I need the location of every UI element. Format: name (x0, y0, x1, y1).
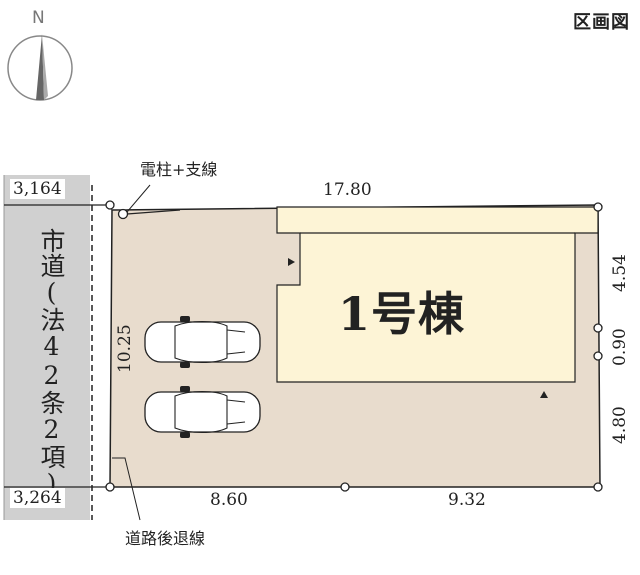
survey-point (105, 200, 115, 210)
survey-point (340, 482, 350, 492)
dimension-left: 10.25 (115, 324, 135, 373)
guy-wire (126, 209, 181, 215)
dimension-bottom-right: 9.32 (448, 490, 486, 510)
pole-leader-line (126, 184, 151, 213)
road-label: 市道(法42条2項) (37, 228, 66, 498)
dimension-bottom-left: 8.60 (210, 490, 248, 510)
survey-point (105, 482, 115, 492)
survey-point (593, 323, 603, 333)
car-icon (144, 316, 261, 368)
utility-pole-note: 電柱+支線 (140, 160, 218, 179)
building-footprint (276, 206, 599, 383)
dimension-right-top: 4.54 (610, 254, 630, 292)
setback-leader-line (112, 457, 141, 521)
survey-point (593, 202, 603, 212)
utility-pole-icon (117, 208, 129, 220)
survey-points (105, 200, 603, 492)
setback-line-note: 道路後退線 (125, 529, 206, 548)
road-width-top: 3,164 (10, 179, 65, 199)
compass-icon (7, 34, 73, 101)
page-title: 区画図 (573, 12, 630, 33)
road-strip (4, 175, 90, 520)
compass-north-label: N (32, 8, 45, 28)
dimension-top: 17.80 (323, 180, 372, 200)
entrance-marker-icon (540, 391, 548, 398)
entrance-marker-icon (288, 258, 295, 266)
dimension-right-bottom: 4.80 (610, 406, 630, 444)
car-icon (144, 386, 261, 438)
survey-point (593, 482, 603, 492)
building-label: 1号棟 (338, 287, 466, 341)
dimension-right-mid: 0.90 (610, 328, 630, 366)
survey-point (593, 351, 603, 361)
road-width-bottom: 3,264 (10, 488, 65, 508)
